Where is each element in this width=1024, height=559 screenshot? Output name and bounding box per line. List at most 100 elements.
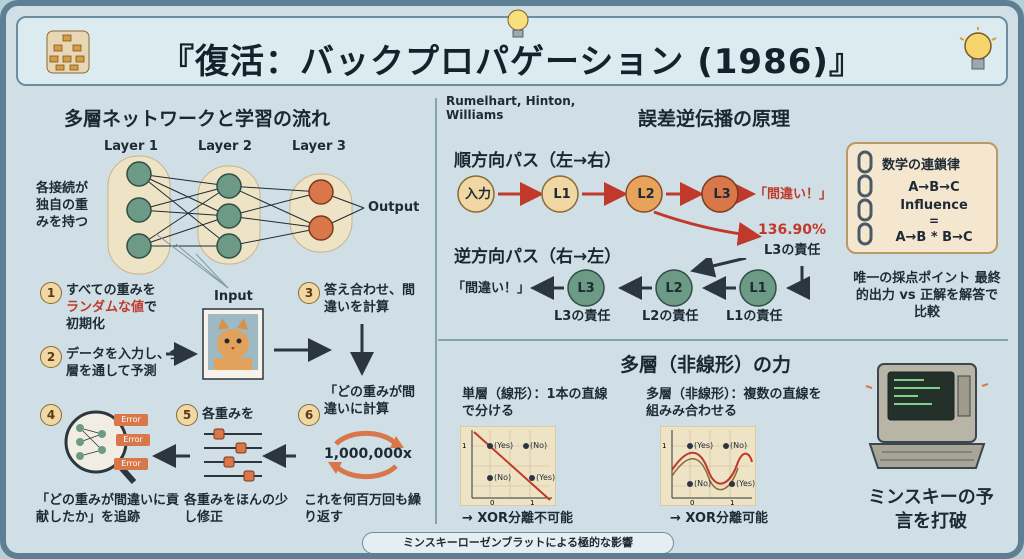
step-5-badge: 5 [176,404,198,426]
cat-photo-icon [202,308,264,380]
minsky-text: ミンスキーの予言を打破 [868,487,994,532]
forward-wrong: 「間違い！」 [754,187,833,202]
backward-l3-resp: L3の責任 [554,309,611,324]
top-lightbulb-icon [507,9,529,38]
sliders-icon [204,428,262,482]
step-1-part-b: で [144,300,158,315]
plot-point-yes [687,443,693,449]
section-dividers [435,98,1008,524]
layer-3-label: Layer 3 [292,139,346,154]
scoring-note: 唯一の採点ポイント 最終的出力 vs 正解を解答で比較 [853,271,1001,320]
layer2-node [216,173,242,199]
linear-yes-2: (Yes) [536,473,556,482]
layer2-node [216,203,242,229]
backward-label: 逆方向パス（右→左） [454,247,622,267]
layer3-node [308,179,334,205]
step-2-badge: 2 [40,346,62,368]
chain-rule-box: 数学の連鎖律 A→B→C Influence = A→B * B→C [846,142,998,254]
right-heading: 誤差逆伝播の原理 [638,108,791,130]
repeat-cycle-icon [328,430,404,480]
layer1-node [126,161,152,187]
plot-point-yes [529,475,535,481]
single-layer-text: 単層（線形）：1本の直線で分ける [462,387,608,419]
step-1-badge: 1 [40,282,62,304]
backward-node-l1 [739,269,777,307]
l3-responsibility: L3の責任 [764,243,821,258]
nonlinear-yes-1: (Yes) [694,441,714,450]
error-percent: 136.90% [758,222,827,238]
step-4-badge: 4 [40,404,62,426]
svg-text:1: 1 [462,442,466,450]
nonlinear-no-2: (No) [694,479,712,488]
step-1-random: ランダムな値 [66,300,145,315]
footer-banner: ミンスキーローゼンブラットによる極的な影響 [362,532,674,553]
layer1-node [126,233,152,259]
backward-wrong: 「間違い！」 [452,281,531,296]
step-6-sub: これを何百万回も繰り返す [304,493,422,525]
plot-point-no [687,481,693,487]
step-5-text: 各重みを [202,407,255,422]
retro-computer-icon [865,363,989,469]
linear-separation-plot: 1 0 1 [460,426,556,506]
svg-text:1: 1 [530,499,534,506]
multi-layer-text: 多層（非線形）：複数の直線を組みみ合わせる [646,387,822,419]
plot-point-no [487,475,493,481]
forward-node-l2 [625,175,663,213]
step-3-text: 答え合わせ、間違いを計算 [324,283,416,315]
svg-text:0: 0 [690,499,694,506]
layer-2-label: Layer 2 [198,139,252,154]
left-heading: 多層ネットワークと学習の流れ [64,108,331,130]
chain-line1: A→B→C [908,180,960,195]
linear-yes-1: (Yes) [494,441,514,450]
step-4-text: 「どの重みが間違いに貢献したか」を追跡 [36,493,180,525]
svg-text:0: 0 [490,499,494,506]
backward-node-l3 [567,269,605,307]
forward-node-l1-label: L1 [553,187,571,202]
svg-text:1: 1 [662,442,666,450]
step-1-part-c: 初期化 [66,317,106,332]
chain-link-icon [857,150,873,246]
backward-node-l2-label: L2 [665,281,683,296]
network-grid-icon [46,30,90,74]
plot-point-no [723,443,729,449]
nonlinear-yes-2: (Yes) [736,479,756,488]
backward-node-l1-label: L1 [749,281,767,296]
input-label: Input [214,289,253,304]
output-label: Output [368,200,420,215]
backward-node-l2 [655,269,693,307]
chain-line4: A→B * B→C [895,230,973,245]
single-result: → XOR分離不可能 [462,511,574,526]
error-tag: Error [114,458,148,470]
step-3-badge: 3 [298,282,320,304]
error-tag: Error [114,414,148,426]
nonlinear-no-1: (No) [730,441,748,450]
backward-node-l3-label: L3 [577,281,595,296]
svg-text:1: 1 [730,499,734,506]
step-6-badge: 6 [298,404,320,426]
forward-node-l3-label: L3 [713,187,731,202]
flow-arrows-left [152,233,374,468]
nonlinear-separation-plot: 1 0 1 [660,426,756,506]
layer1-node [126,197,152,223]
forward-node-l3 [701,175,739,213]
error-tag: Error [116,434,150,446]
layer2-node [216,233,242,259]
linear-no-1: (No) [530,441,548,450]
forward-label: 順方向パス（左→右） [454,151,622,171]
forward-node-l1 [541,175,579,213]
forward-pass-diagram [457,175,762,246]
multi-result: → XOR分離可能 [670,511,769,526]
authors: Rumelhart, Hinton, Williams [446,94,576,122]
weights-note: 各接続が独自の重みを持つ [36,181,89,230]
chain-line2: Influence [900,198,968,213]
chain-title: 数学の連鎖律 [882,158,961,173]
bottom-heading: 多層（非線形）の力 [620,354,792,376]
forward-node-l2-label: L2 [637,187,655,202]
plot-point-yes [729,481,735,487]
backward-pass-diagram [530,258,810,307]
main-title: 『復活：バックプロパゲーション (1986)』 [160,42,864,82]
forward-node-input [457,175,495,213]
layer3-node [308,215,334,241]
plot-point-yes [487,443,493,449]
